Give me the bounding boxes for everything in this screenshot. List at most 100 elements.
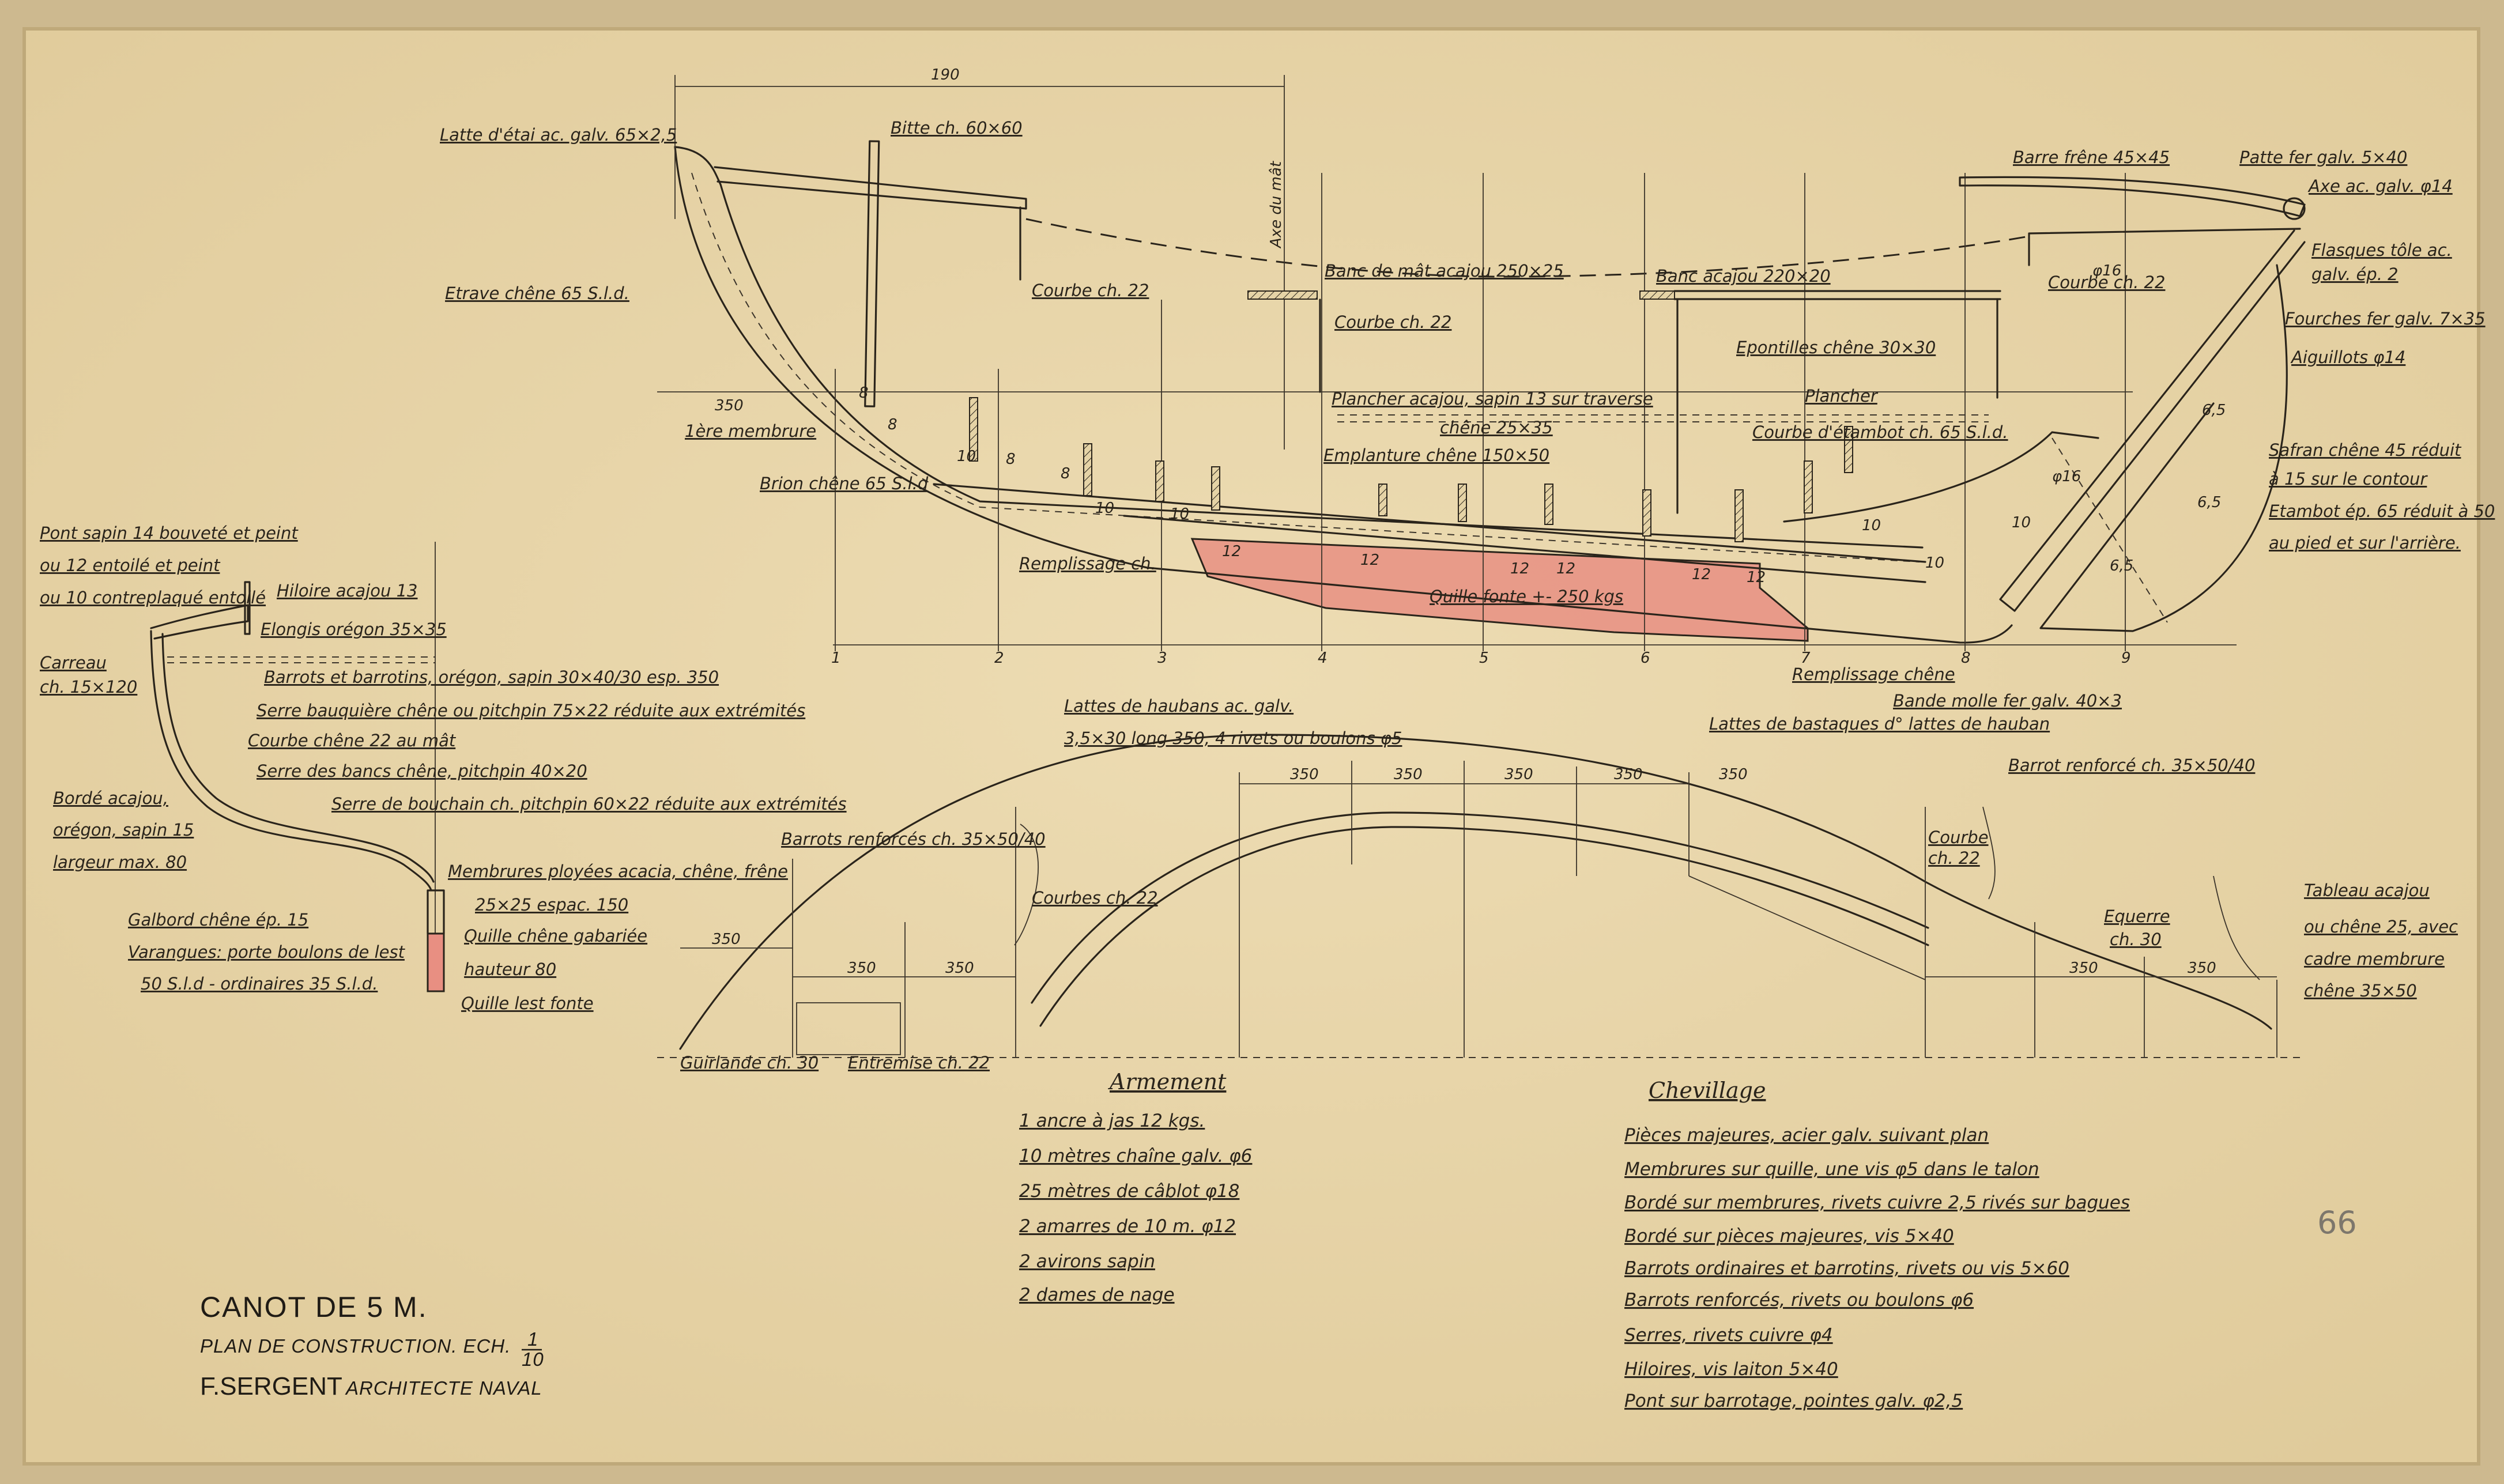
label-keel-2: hauteur 80	[464, 960, 556, 979]
label-beam-shelf: Serre bauquière chêne ou pitchpin 75×22 …	[257, 701, 805, 720]
label-thwart: Banc acajou 220×20	[1656, 266, 1831, 286]
longitudinal-profile	[657, 75, 2306, 651]
scantling: 6,5	[2202, 402, 2226, 419]
label-pillars: Epontilles chêne 30×30	[1736, 338, 1936, 357]
label-pintles: Aiguillots φ14	[2290, 348, 2405, 367]
scantling: 12	[1692, 566, 1711, 583]
label-knee-mast: Courbe ch. 22	[1334, 312, 1451, 332]
quarter-knee	[2213, 875, 2260, 980]
label-reinforced-beam-aft: Barrot renforcé ch. 35×50/40	[2008, 756, 2255, 775]
label-reinforced-beams-fwd: Barrots renforcés ch. 35×50/40	[781, 829, 1046, 849]
chevillage-heading: Chevillage	[1649, 1078, 1766, 1103]
dimension-350-first-frame: 350	[715, 397, 744, 414]
architect-title: ARCHITECTE NAVAL	[345, 1377, 542, 1399]
scantling: 10	[1925, 554, 1944, 572]
label-sternpost-knee: Courbe d'étambot ch. 65 S.l.d.	[1752, 422, 2008, 442]
label-coaming: Hiloire acajou 13	[277, 581, 418, 601]
drawing-title: CANOT DE 5 M.	[200, 1291, 428, 1323]
scantling: 6,5	[2110, 557, 2133, 575]
scale-numerator: 1	[527, 1328, 538, 1350]
chevillage-item: Barrots renforcés, rivets ou boulons φ6	[1624, 1290, 1974, 1311]
label-axle: Axe ac. galv. φ14	[2307, 176, 2453, 196]
station-number: 9	[2121, 650, 2131, 667]
label-rudder-2: à 15 sur le contour	[2269, 469, 2428, 489]
coaming	[244, 581, 251, 635]
label-deck-3: ou 10 contreplaqué entoilé	[40, 588, 266, 607]
paper-sheet	[22, 27, 2480, 1466]
label-deck-2: ou 12 entoilé et peint	[40, 556, 221, 575]
label-filler-aft: Remplissage chêne	[1792, 664, 1955, 684]
section-ballast-keel	[427, 932, 445, 992]
armement-heading: Armement	[1108, 1069, 1227, 1094]
spacing: 350	[847, 960, 876, 977]
title-block: CANOT DE 5 M. PLAN DE CONSTRUCTION. ECH.…	[200, 1291, 544, 1400]
label-forestay-plate: Latte d'étai ac. galv. 65×2,5	[440, 125, 677, 145]
knee-forward	[1014, 824, 1039, 946]
station-number: 5	[1479, 650, 1489, 667]
label-oak-25x35: chêne 25×35	[1440, 418, 1553, 437]
cockpit-coaming-outer	[1031, 811, 1929, 1004]
chevillage-item: Hiloires, vis laiton 5×40	[1624, 1359, 1838, 1380]
spacing: 350	[1614, 766, 1643, 783]
label-knee-forward: Courbe ch. 22	[1032, 281, 1149, 300]
scantling: 10	[1095, 500, 1114, 517]
chevillage-list: Chevillage Pièces majeures, acier galv. …	[1624, 1078, 2130, 1411]
chevillage-item: Pièces majeures, acier galv. suivant pla…	[1624, 1125, 1989, 1146]
label-floors-2: 50 S.l.d - ordinaires 35 S.l.d.	[141, 974, 378, 994]
scantling: 8	[859, 384, 869, 402]
label-ballast-section: Quille lest fonte	[461, 994, 594, 1013]
station-number: 4	[1318, 650, 1328, 667]
label-planking-1: Bordé acajou,	[53, 788, 168, 808]
label-knee-aft-2: ch. 22	[1928, 848, 1980, 868]
label-knee-aft-1: Courbe	[1928, 828, 1989, 847]
frames	[969, 397, 1853, 542]
cast-iron-ballast-keel	[1190, 538, 1809, 642]
scale-denominator: 10	[522, 1349, 544, 1370]
label-filler-forward: Remplissage ch.	[1019, 554, 1156, 573]
mast-thwart	[1247, 290, 1318, 300]
sheet-number: 66	[2317, 1204, 2357, 1241]
spacing: 350	[1394, 766, 1423, 783]
label-transom-4: chêne 35×50	[2304, 981, 2417, 1000]
armement-item: 1 ancre à jas 12 kgs.	[1019, 1111, 1205, 1131]
label-floor: Plancher	[1805, 386, 1879, 406]
scantling: 10	[1862, 517, 1881, 534]
profile-labels: 190 350 φ16 φ16 Axe du mât Latte d'étai …	[440, 66, 2495, 711]
label-first-frame: 1ère membrure	[685, 421, 816, 441]
label-keel-band: Bande molle fer galv. 40×3	[1893, 691, 2122, 711]
drawing-subtitle: PLAN DE CONSTRUCTION. ECH.	[200, 1335, 511, 1357]
foredeck	[714, 166, 1027, 210]
stem-rabbet-dashed	[691, 172, 1920, 562]
label-floorboards: Plancher acajou, sapin 13 sur traverse	[1332, 389, 1653, 409]
spacing-dimensions: 350 350 350 350 350 350 350 350 350 350	[712, 766, 2216, 977]
label-transom-1: Tableau acajou	[2304, 881, 2430, 900]
deck-plan-labels: Lattes de haubans ac. galv. 3,5×30 long …	[680, 696, 2458, 1073]
bitt-post	[864, 140, 880, 407]
scantling: 8	[888, 416, 897, 433]
scantling: 12	[1556, 560, 1575, 577]
section-planking	[150, 630, 432, 892]
dimension-phi16-b: φ16	[2052, 468, 2081, 485]
label-bitt: Bitte ch. 60×60	[891, 118, 1023, 138]
label-knee-aft: Courbe ch. 22	[2048, 273, 2165, 292]
label-garboard: Galbord chêne ép. 15	[128, 910, 308, 930]
dimension-phi16-a: φ16	[2092, 262, 2121, 280]
label-cheek-plates-2: galv. ép. 2	[2311, 265, 2399, 284]
sternpost-knee	[1783, 431, 2099, 523]
label-transom-2: ou chêne 25, avec	[2304, 917, 2458, 937]
rudder-dashed	[2052, 437, 2168, 623]
label-rudder-1: Safran chêne 45 réduit	[2269, 440, 2462, 460]
label-thwart-riser: Serre des bancs chêne, pitchpin 40×20	[257, 761, 587, 781]
station-number: 2	[994, 650, 1004, 667]
armement-item: 2 dames de nage	[1019, 1285, 1175, 1305]
label-frames-2: 25×25 espac. 150	[475, 895, 628, 915]
station-number: 8	[1961, 650, 1971, 667]
label-spacer: Entremise ch. 22	[848, 1053, 990, 1073]
spacing: 350	[1290, 766, 1319, 783]
label-deck-1: Pont sapin 14 bouveté et peint	[40, 523, 299, 543]
label-ballast-keel: Quille fonte +- 250 kgs	[1430, 587, 1623, 606]
label-bracket-2: ch. 30	[2110, 930, 2162, 949]
station-number: 1	[831, 650, 841, 667]
spacing: 350	[1504, 766, 1533, 783]
